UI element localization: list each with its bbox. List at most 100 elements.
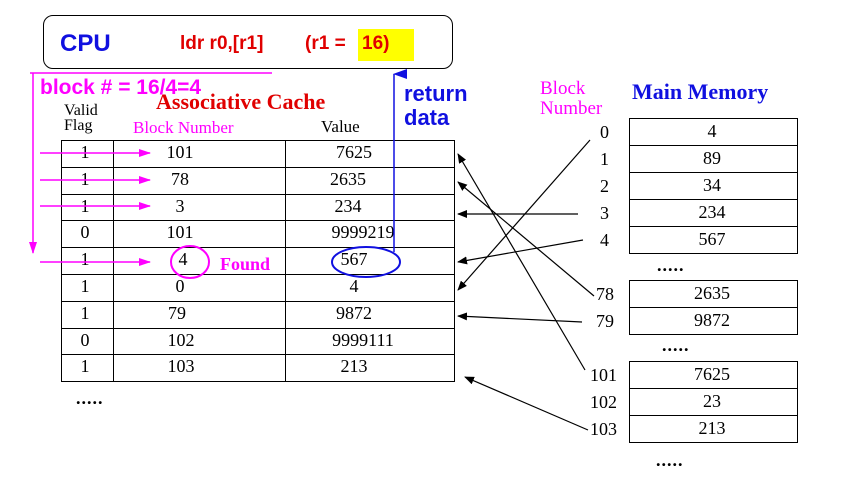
- cpu-box: [43, 15, 453, 69]
- cache-header-valid-2: Flag: [64, 117, 93, 134]
- map-arrow-block4: [457, 239, 584, 265]
- cache-value-cell: 2635: [330, 168, 366, 189]
- cache-valid-cell: 1: [80, 142, 90, 162]
- return-data-label-1: return: [404, 81, 468, 106]
- cache-valid-cell: 1: [80, 168, 90, 189]
- memory-row: [629, 226, 798, 254]
- cache-value-cell: 9999111: [332, 329, 394, 350]
- memory-cell-box: [629, 145, 798, 173]
- cache-value-cell: 213: [340, 356, 368, 377]
- cache-header-block: Block Number: [133, 118, 234, 137]
- cache-row: [60, 140, 456, 168]
- cache-cell-box: [60, 354, 115, 383]
- cpu-label: CPU: [60, 30, 111, 57]
- cache-valid-cell: 1: [80, 302, 90, 323]
- cache-valid-cell: 0: [80, 222, 90, 243]
- memory-row: [629, 415, 798, 443]
- cache-row: [60, 327, 456, 356]
- cache-header-value: Value: [321, 117, 360, 136]
- memory-cell-box: [629, 415, 798, 443]
- r1-value-highlight: [358, 29, 414, 61]
- memory-table: [629, 361, 798, 443]
- cache-cell-box: [284, 354, 456, 383]
- cache-cell-box: [284, 327, 456, 356]
- cache-row: [60, 166, 456, 195]
- cache-value-cell: 4: [349, 276, 359, 296]
- memory-title: Main Memory: [632, 79, 769, 104]
- cache-block-cell: 0: [175, 276, 185, 296]
- cache-cell-box: [60, 220, 115, 249]
- memory-cell-box: [629, 199, 798, 227]
- memory-block-number: 103: [590, 419, 617, 439]
- cache-cell-box: [60, 193, 115, 222]
- cache-cell-box: [60, 247, 115, 275]
- cache-cell-box: [284, 247, 456, 275]
- cache-row: [60, 354, 456, 383]
- found-label: Found: [220, 254, 271, 274]
- memory-block-number: 102: [590, 392, 617, 412]
- cache-cell-box: [284, 193, 456, 222]
- cache-block-cell: 3: [175, 195, 185, 216]
- cache-cell-box: [113, 300, 286, 329]
- memory-block-number: 4: [600, 230, 609, 250]
- map-arrow-block0: [457, 139, 591, 291]
- memory-table: [629, 280, 798, 335]
- cache-row: [60, 273, 456, 302]
- memory-block-number: 1: [600, 149, 609, 169]
- cache-cell-box: [113, 220, 286, 249]
- cache-row: [60, 220, 456, 249]
- r1-assignment: (r1 =: [305, 33, 346, 54]
- map-arrow-block79: [457, 312, 583, 323]
- memory-row: [629, 118, 798, 146]
- found-block-circle: [170, 245, 210, 279]
- cache-row: [60, 247, 456, 275]
- memory-block-number: 101: [590, 365, 617, 385]
- cache-value-cell: 9872: [336, 302, 372, 323]
- memory-block-header-1: Block: [540, 78, 586, 99]
- memory-block-header-2: Number: [540, 98, 603, 119]
- map-arrow-block78: [457, 181, 595, 297]
- cache-value-cell: 9999219: [331, 222, 395, 243]
- memory-row: [629, 388, 798, 416]
- cache-block-cell: 102: [167, 329, 195, 350]
- cache-valid-cell: 1: [80, 276, 90, 296]
- memory-ellipsis-3: .....: [656, 450, 684, 470]
- memory-block-number: 3: [600, 203, 609, 223]
- cache-table: [60, 140, 456, 383]
- cache-block-cell: 78: [171, 168, 189, 189]
- memory-cell-box: [629, 118, 798, 146]
- cache-value-cell: 567: [340, 249, 368, 270]
- memory-block-number: 79: [596, 311, 614, 331]
- cache-valid-cell: 0: [80, 329, 90, 350]
- cache-ellipsis: .....: [76, 388, 104, 408]
- memory-table: [629, 118, 798, 254]
- memory-block-number: 78: [596, 284, 614, 304]
- cache-row: [60, 300, 456, 329]
- return-data-label-2: data: [404, 105, 450, 130]
- cache-block-cell: 4: [178, 249, 188, 270]
- memory-row: [629, 199, 798, 227]
- cache-cell-box: [284, 220, 456, 249]
- memory-row: [629, 307, 798, 335]
- cache-valid-cell: 1: [80, 249, 90, 270]
- memory-cell-box: [629, 307, 798, 335]
- memory-cell-box: [629, 226, 798, 254]
- memory-ellipsis-2: .....: [662, 335, 690, 355]
- r1-value: 16): [362, 33, 390, 54]
- memory-cell-box: [629, 388, 798, 416]
- cache-block-cell: 79: [168, 302, 186, 323]
- cache-block-cell: 101: [166, 142, 194, 162]
- cache-block-cell: 101: [166, 222, 194, 243]
- instruction-text: ldr r0,[r1]: [180, 33, 264, 54]
- map-arrow-block103: [464, 376, 589, 431]
- memory-row: [629, 145, 798, 173]
- block-calculation: block # = 16/4=4: [40, 76, 202, 99]
- cache-value-cell: 234: [334, 195, 362, 216]
- cache-header-valid-1: Valid: [64, 102, 98, 119]
- memory-block-number: 2: [600, 176, 609, 196]
- memory-ellipsis-1: .....: [657, 255, 685, 275]
- found-value-ellipse: [331, 246, 401, 278]
- map-arrow-block101: [457, 153, 586, 371]
- cache-value-cell: 7625: [336, 142, 372, 162]
